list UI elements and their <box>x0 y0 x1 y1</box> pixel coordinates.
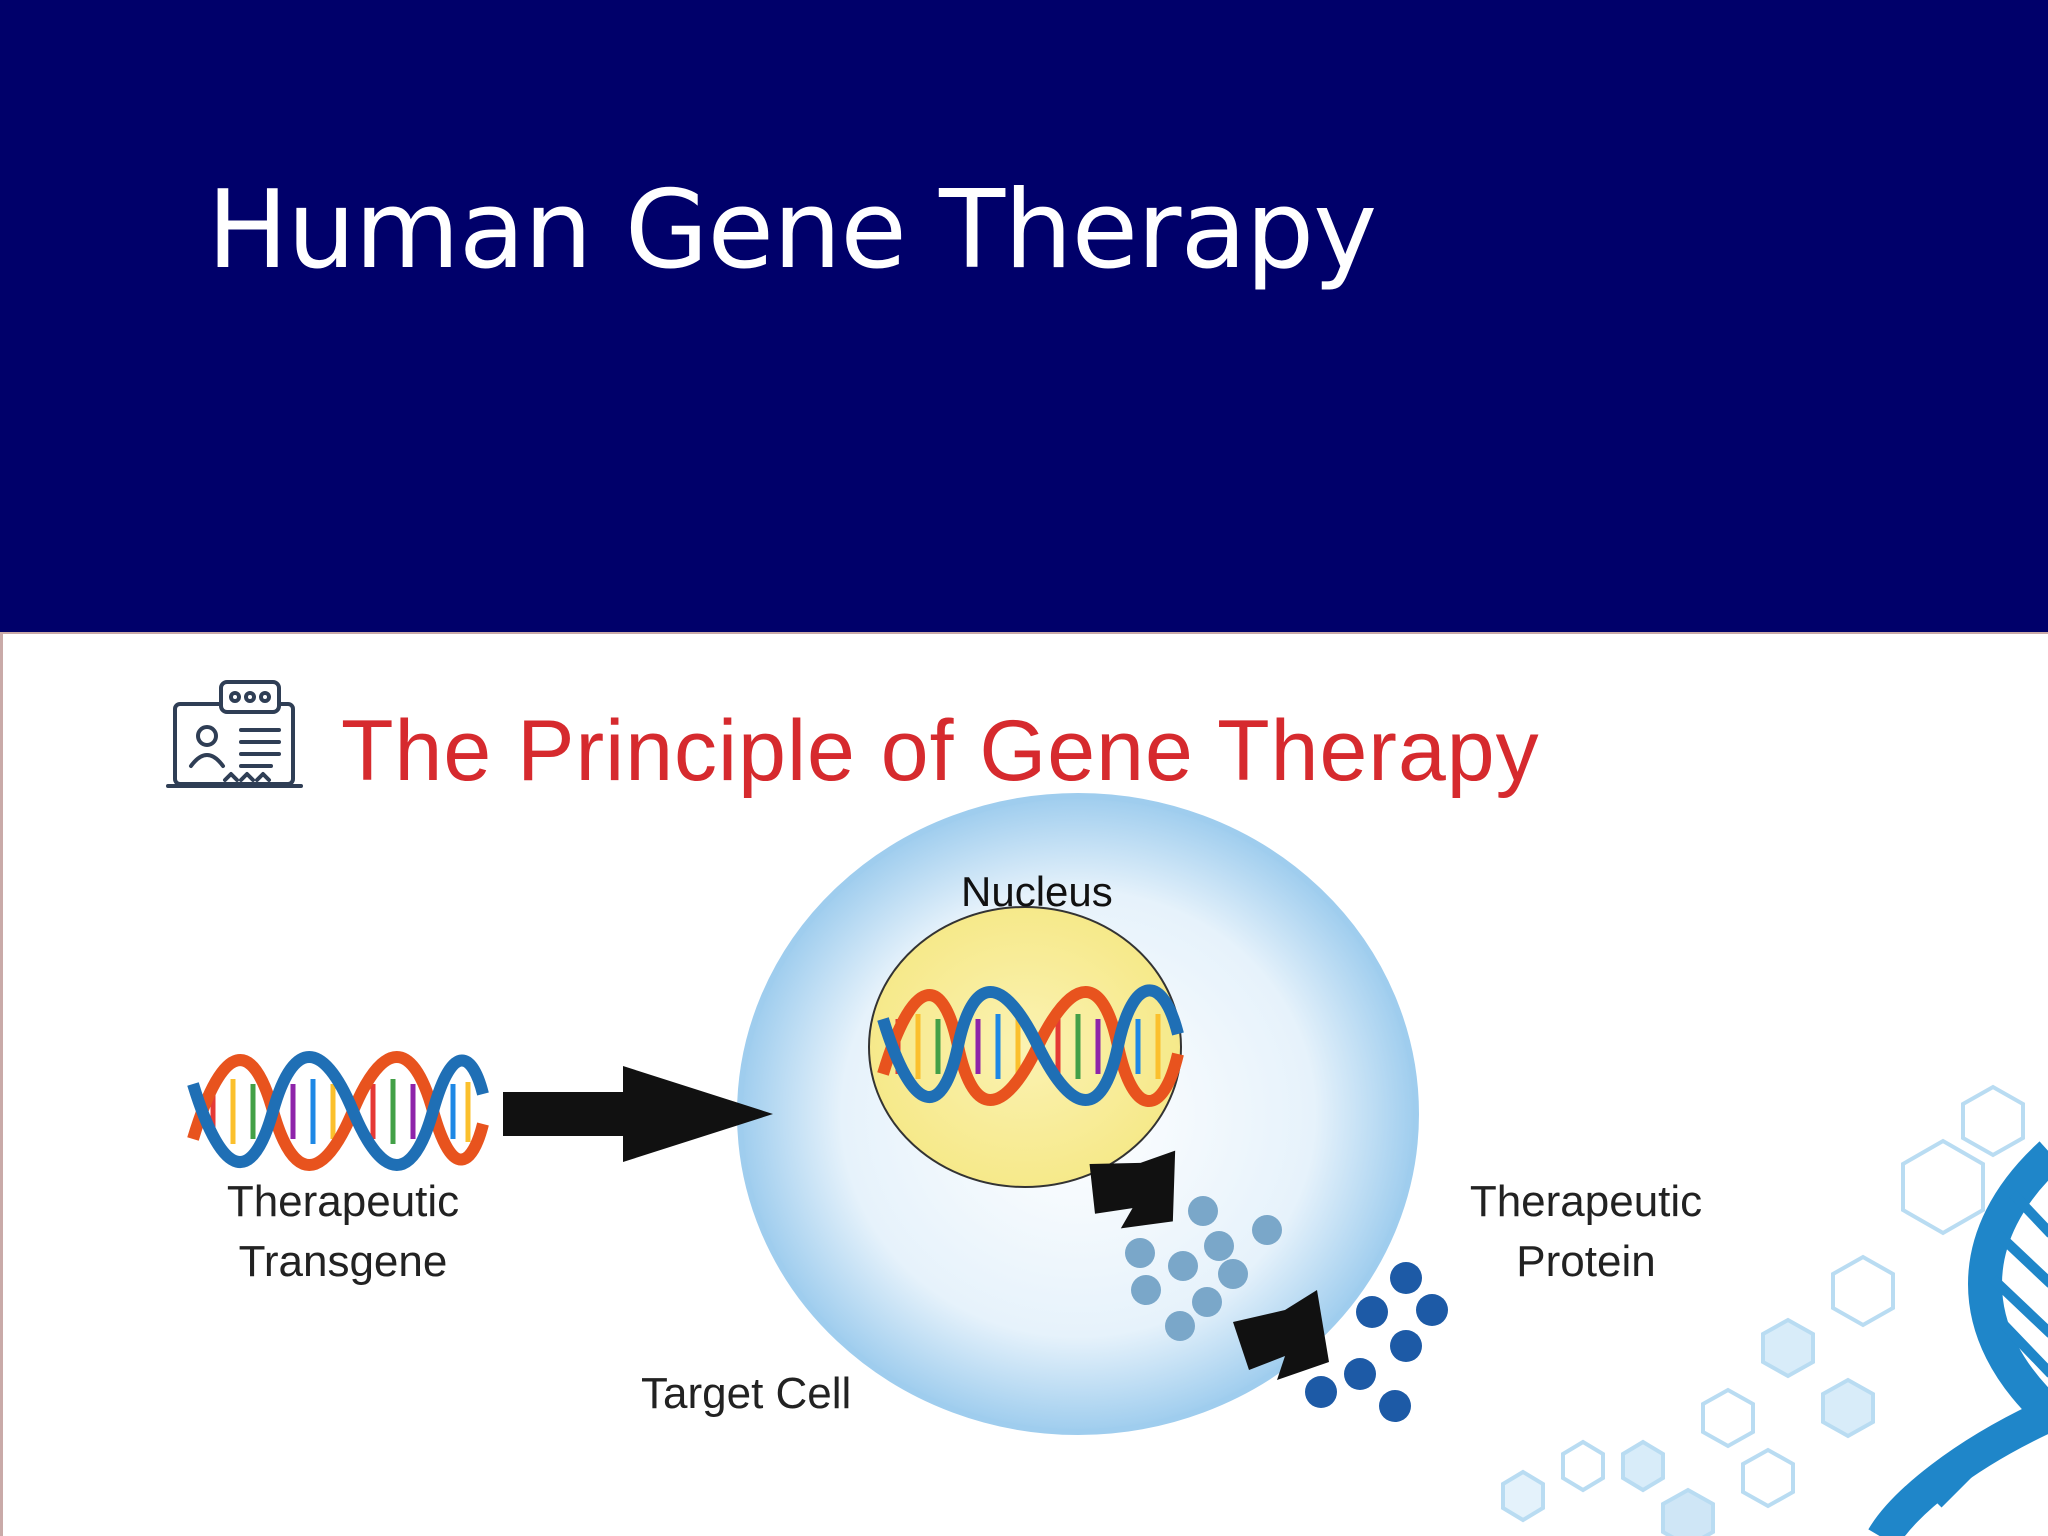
gene-therapy-figure: The Principle of Gene Therapy Nucleus Th… <box>0 632 2048 1536</box>
presentation-screen-icon <box>166 680 303 788</box>
arrow-to-cytoplasm <box>1089 1150 1176 1229</box>
arrow-into-cell <box>503 1066 773 1162</box>
target-cell-label: Target Cell <box>641 1369 852 1418</box>
slide-header: Human Gene Therapy <box>0 0 2048 632</box>
hexagon-pattern-decoration <box>1501 1084 2025 1536</box>
transgene-label-line2: Transgene <box>238 1237 448 1286</box>
protein-dots-outside <box>1305 1262 1448 1422</box>
dna-helix-decoration <box>1868 1141 2048 1536</box>
protein-label-line2: Protein <box>1516 1237 1656 1286</box>
nucleus <box>868 906 1182 1188</box>
protein-label-line1: Therapeutic <box>1469 1177 1703 1226</box>
transgene-dna-icon <box>187 1051 489 1171</box>
gene-therapy-diagram <box>166 680 2048 1536</box>
diagram-title: The Principle of Gene Therapy <box>341 703 1540 799</box>
nucleus-label: Nucleus <box>961 868 1113 915</box>
transgene-label: Therapeutic Transgene <box>178 1172 508 1292</box>
slide-title: Human Gene Therapy <box>207 168 1377 293</box>
protein-label: Therapeutic Protein <box>1421 1172 1751 1292</box>
nucleus-dna-icon <box>877 984 1184 1107</box>
protein-dots-inside <box>1125 1196 1282 1341</box>
arrow-to-protein <box>1233 1290 1329 1380</box>
transgene-label-line1: Therapeutic <box>226 1177 460 1226</box>
